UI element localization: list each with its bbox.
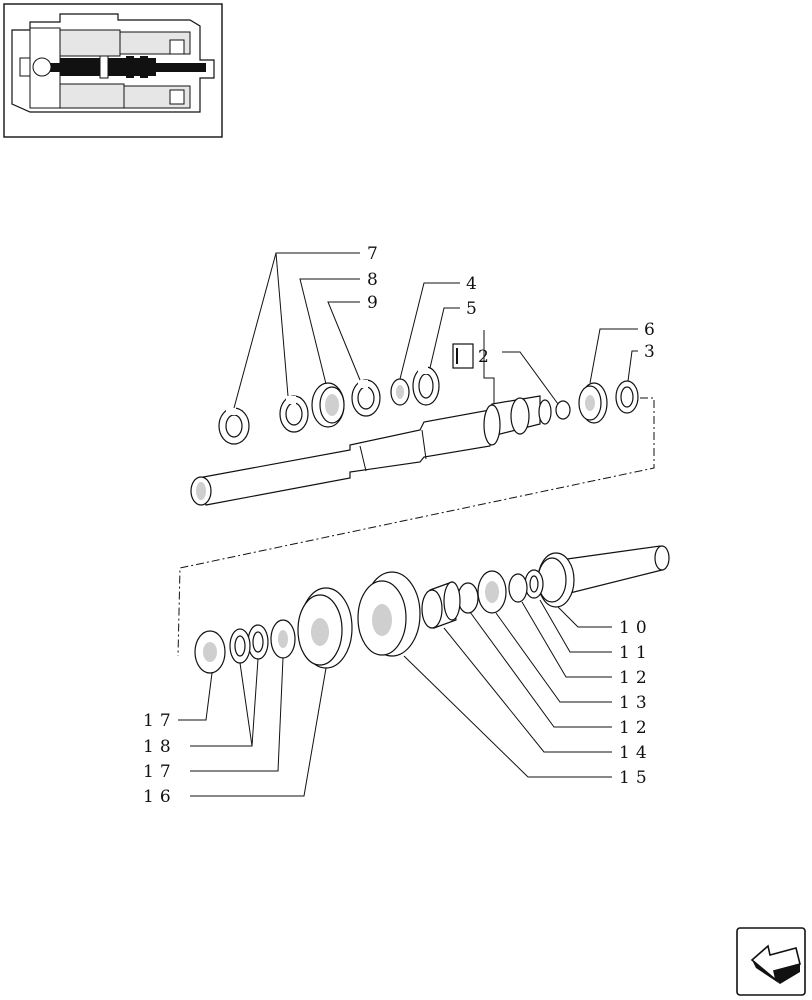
input-shaft (197, 395, 541, 506)
leader-lines (178, 252, 638, 797)
shaft-splines (510, 397, 530, 435)
locator-thumbnail (3, 3, 223, 138)
callout-14: 14 (619, 743, 653, 763)
lower-shaft-assembly (194, 545, 670, 674)
bushing-14 (421, 581, 461, 629)
circlip-7-a (218, 407, 250, 445)
kit-reference-box (452, 343, 474, 369)
gear-15 (357, 571, 421, 657)
callout-7: 7 (367, 244, 384, 264)
callout-18: 18 (143, 737, 177, 757)
bearing-6 (578, 382, 608, 424)
callout-17-b: 17 (143, 762, 177, 782)
callout-6: 6 (644, 320, 661, 340)
assembly-alignment-line (177, 397, 655, 657)
bearing-13 (477, 570, 507, 614)
output-gear (537, 552, 575, 608)
upper-shaft-assembly (190, 343, 639, 506)
previous-page-arrow-icon (750, 944, 801, 984)
callout-16: 16 (143, 787, 177, 807)
gear-17-b (270, 619, 296, 659)
previous-page-button[interactable] (736, 927, 806, 996)
ring-12-b (457, 582, 479, 614)
callout-labels: 7 8 9 4 5 6 3 2 10 11 12 13 12 14 15 17 … (143, 244, 661, 807)
circlip-5 (412, 366, 440, 406)
transmission-section-thumbnail (11, 13, 215, 113)
callout-4: 4 (466, 274, 483, 294)
pilot-bushing (555, 400, 571, 420)
callout-17-a: 17 (143, 711, 177, 731)
bearing-8 (311, 382, 345, 428)
callout-11: 11 (619, 643, 653, 663)
callout-2: 2 (478, 347, 495, 367)
ring-3 (615, 380, 639, 414)
shaft-collar (483, 404, 501, 446)
callout-8: 8 (367, 270, 384, 290)
callout-5: 5 (466, 299, 483, 319)
circlip-18-b (229, 628, 251, 664)
nut-4 (390, 378, 410, 406)
ring-12-a (508, 573, 528, 603)
callout-12-a: 12 (619, 668, 653, 688)
output-shaft (559, 545, 663, 595)
callout-15: 15 (619, 768, 653, 788)
gear-16 (297, 587, 353, 669)
callout-10: 10 (619, 618, 653, 638)
circlip-18-a (247, 624, 269, 660)
circlip-7-b (279, 395, 309, 433)
gear-17-a (194, 630, 226, 674)
circlip-11 (524, 569, 544, 599)
callout-9: 9 (367, 293, 384, 313)
callout-12-b: 12 (619, 718, 653, 738)
circlip-9 (351, 379, 381, 417)
callout-3: 3 (644, 342, 661, 362)
callout-13: 13 (619, 693, 653, 713)
